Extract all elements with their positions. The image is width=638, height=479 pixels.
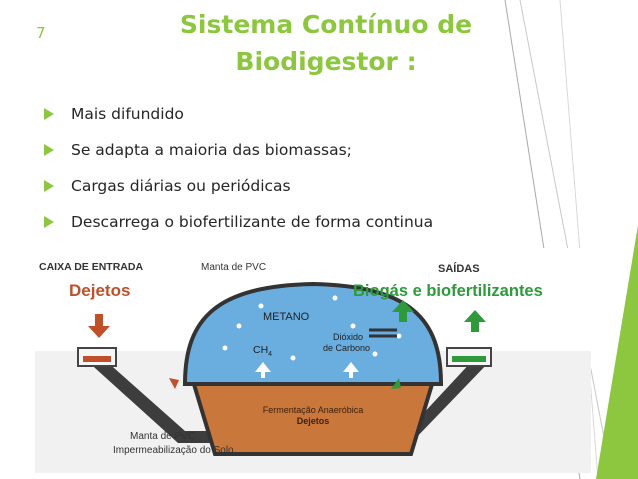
inlet-title: Dejetos [69, 281, 130, 300]
co2-up-arrow-icon [343, 362, 359, 378]
bullet-item: Descarrega o biofertilizante de forma co… [44, 204, 433, 240]
outlet-heading: SAÍDAS [438, 262, 480, 275]
bullet-arrow-icon [44, 180, 54, 192]
ferment-label-line-2: Dejetos [297, 416, 330, 426]
inlet-flow-arrow-icon [169, 378, 179, 389]
inlet-heading: CAIXA DE ENTRADA [39, 261, 143, 273]
bullet-arrow-icon [44, 216, 54, 228]
bullet-text: Mais difundido [71, 105, 184, 123]
slide-title: Sistema Contínuo de Biodigestor : [150, 6, 502, 80]
bullet-text: Cargas diárias ou periódicas [71, 177, 291, 195]
bullet-text: Descarrega o biofertilizante de forma co… [71, 213, 434, 231]
pvc-bottom-line-1: Manta de PVC [130, 431, 195, 442]
co2-label-line-2: de Carbono [323, 343, 370, 353]
pvc-top-label: Manta de PVC [201, 262, 266, 273]
corner-triangle [596, 225, 638, 479]
outlet-title: Biogás e biofertilizantes [353, 282, 543, 300]
co2-label-line-1: Dióxido [333, 332, 363, 342]
bullet-text: Se adapta a maioria das biomassas; [71, 141, 352, 159]
inlet-down-arrow-icon [88, 314, 110, 338]
bullet-list: Mais difundido Se adapta a maioria das b… [44, 96, 433, 240]
gas-bubbles [222, 295, 402, 361]
pvc-bottom-line-2: Impermeabilização do Solo [113, 445, 234, 456]
ch4-subscript: 4 [268, 351, 272, 358]
ch4-label: CH4 [253, 344, 272, 358]
bullet-item: Mais difundido [44, 96, 433, 132]
title-line-2: Biodigestor : [235, 47, 417, 76]
outlet-pipe [373, 360, 491, 443]
bullet-item: Cargas diárias ou periódicas [44, 168, 433, 204]
gas-label: METANO [263, 311, 310, 323]
ferment-label-line-1: Fermentação Anaeróbica [263, 405, 364, 415]
bullet-arrow-icon [44, 108, 54, 120]
bullet-arrow-icon [44, 144, 54, 156]
slide-number: 7 [36, 24, 46, 42]
biofertilizer-up-arrow-icon [464, 310, 486, 332]
biodigester-diagram: CAIXA DE ENTRADA Dejetos Manta de PVC ME… [35, 248, 591, 473]
ch4-up-arrow-icon [255, 362, 271, 378]
gas-dome [182, 281, 444, 386]
outlet-flow-arrow-icon [391, 378, 401, 389]
title-line-1: Sistema Contínuo de [179, 10, 473, 39]
ch4-text: CH [253, 344, 268, 356]
bullet-item: Se adapta a maioria das biomassas; [44, 132, 433, 168]
biogas-up-arrow-icon [392, 300, 414, 322]
inlet-pipe [87, 360, 213, 443]
